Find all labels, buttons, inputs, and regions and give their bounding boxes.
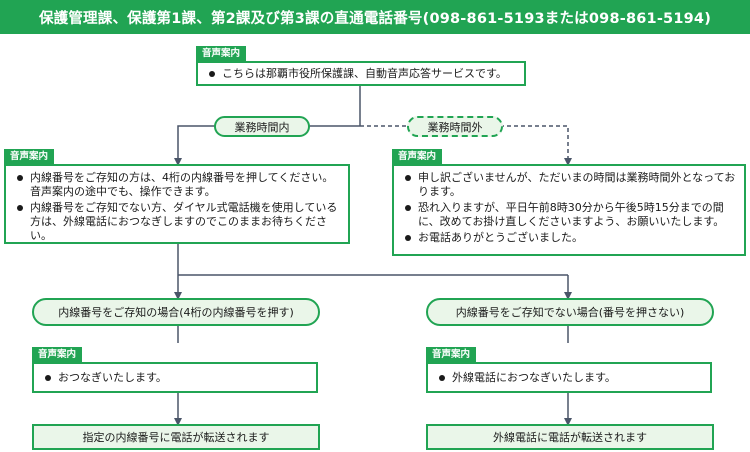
result-unknown: 外線電話に電話が転送されます <box>426 424 714 450</box>
voice-guide-tag-in-hours: 音声案内 <box>4 149 55 164</box>
case-known-extension: 内線番号をご存知の場合(4桁の内線番号を押す) <box>32 298 320 326</box>
voice-box-intro: こちらは那覇市役所保護課、自動音声応答サービスです。 <box>196 61 526 86</box>
in-hours-item: 内線番号をご存知の方は、4桁の内線番号を押してください。音声案内の途中でも、操作… <box>14 171 340 199</box>
branch-after-hours: 業務時間外 <box>407 116 503 137</box>
known-item: おつなぎいたします。 <box>42 371 308 385</box>
after-hours-item: 恐れ入りますが、平日午前8時30分から午後5時15分までの間に、改めてお掛け直し… <box>402 201 736 229</box>
voice-guide-tag-known: 音声案内 <box>32 347 83 362</box>
voice-box-unknown: 外線電話におつなぎいたします。 <box>426 362 712 393</box>
unknown-item: 外線電話におつなぎいたします。 <box>436 371 702 385</box>
in-hours-item: 内線番号をご存知でない方、ダイヤル式電話機を使用している方は、外線電話におつなぎ… <box>14 201 340 243</box>
after-hours-item: お電話ありがとうございました。 <box>402 231 736 245</box>
voice-box-known: おつなぎいたします。 <box>32 362 318 393</box>
voice-guide-tag-after-hours: 音声案内 <box>392 149 443 164</box>
voice-box-after-hours: 申し訳ございませんが、ただいまの時間は業務時間外となっております。 恐れ入ります… <box>392 164 746 256</box>
connector-after-hours <box>360 125 572 166</box>
voice-guide-tag-top: 音声案内 <box>196 46 247 61</box>
intro-item: こちらは那覇市役所保護課、自動音声応答サービスです。 <box>206 67 516 81</box>
result-known: 指定の内線番号に電話が転送されます <box>32 424 320 450</box>
case-unknown-extension: 内線番号をご存知でない場合(番号を押さない) <box>426 298 714 326</box>
voice-guide-tag-unknown: 音声案内 <box>426 347 477 362</box>
page-title: 保護管理課、保護第1課、第2課及び第3課の直通電話番号(098-861-5193… <box>0 0 750 34</box>
after-hours-item: 申し訳ございませんが、ただいまの時間は業務時間外となっております。 <box>402 171 736 199</box>
branch-business-hours: 業務時間内 <box>214 116 310 137</box>
voice-box-in-hours: 内線番号をご存知の方は、4桁の内線番号を押してください。音声案内の途中でも、操作… <box>4 164 350 244</box>
